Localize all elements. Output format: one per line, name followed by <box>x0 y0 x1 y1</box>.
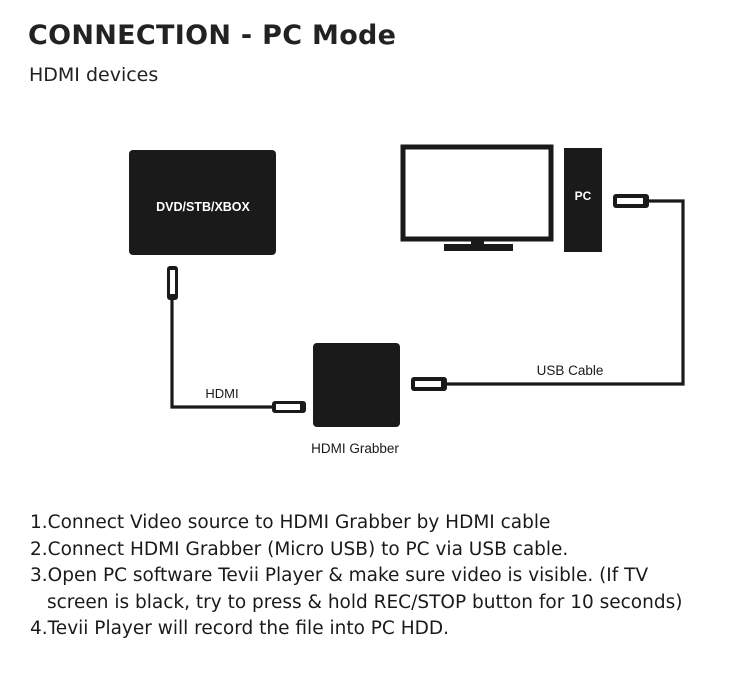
pc-label: PC <box>575 189 592 203</box>
hdmi-grabber: HDMI Grabber <box>311 343 400 456</box>
usb-cable: USB Cable <box>411 194 685 391</box>
monitor-icon <box>400 144 554 251</box>
instruction-step: 1.Connect Video source to HDMI Grabber b… <box>30 512 551 533</box>
pc-tower: PC <box>564 148 602 252</box>
hdmi-grabber-label: HDMI Grabber <box>311 441 399 456</box>
page-subtitle: HDMI devices <box>29 64 159 86</box>
page-title: CONNECTION - PC Mode <box>28 20 397 51</box>
source-device: DVD/STB/XBOX <box>129 150 276 255</box>
hdmi-cable-label: HDMI <box>205 386 238 401</box>
source-device-label: DVD/STB/XBOX <box>156 200 250 214</box>
instruction-list: 1.Connect Video source to HDMI Grabber b… <box>30 510 740 643</box>
instruction-step: 3.Open PC software Tevii Player & make s… <box>30 565 649 586</box>
instruction-step-continuation: screen is black, try to press & hold REC… <box>47 591 683 613</box>
instruction-step: 2.Connect HDMI Grabber (Micro USB) to PC… <box>30 538 569 560</box>
usb-cable-label: USB Cable <box>537 363 604 378</box>
instruction-step: 4.Tevii Player will record the file into… <box>30 618 450 639</box>
hdmi-cable: HDMI <box>167 266 306 413</box>
connection-diagram: DVD/STB/XBOX HDMI HDMI Grabber USB Cable <box>129 144 685 456</box>
